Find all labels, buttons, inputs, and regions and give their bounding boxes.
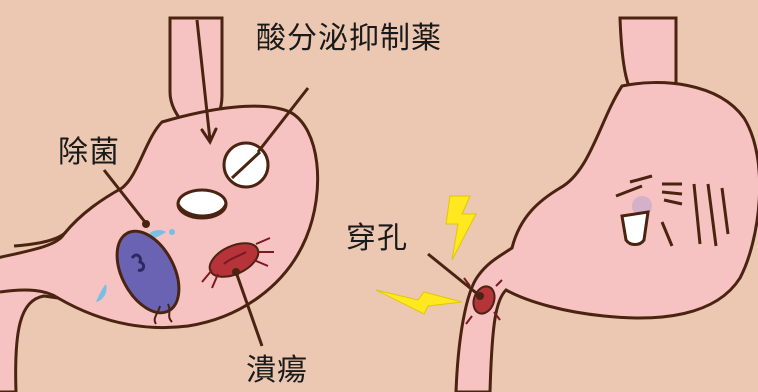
- tablet-icon: [178, 190, 226, 218]
- label-eradication: 除菌: [58, 138, 120, 168]
- label-perforation: 穿孔: [346, 224, 408, 254]
- label-antacid: 酸分泌抑制薬: [256, 24, 442, 54]
- label-ulcer: 潰瘍: [246, 356, 308, 386]
